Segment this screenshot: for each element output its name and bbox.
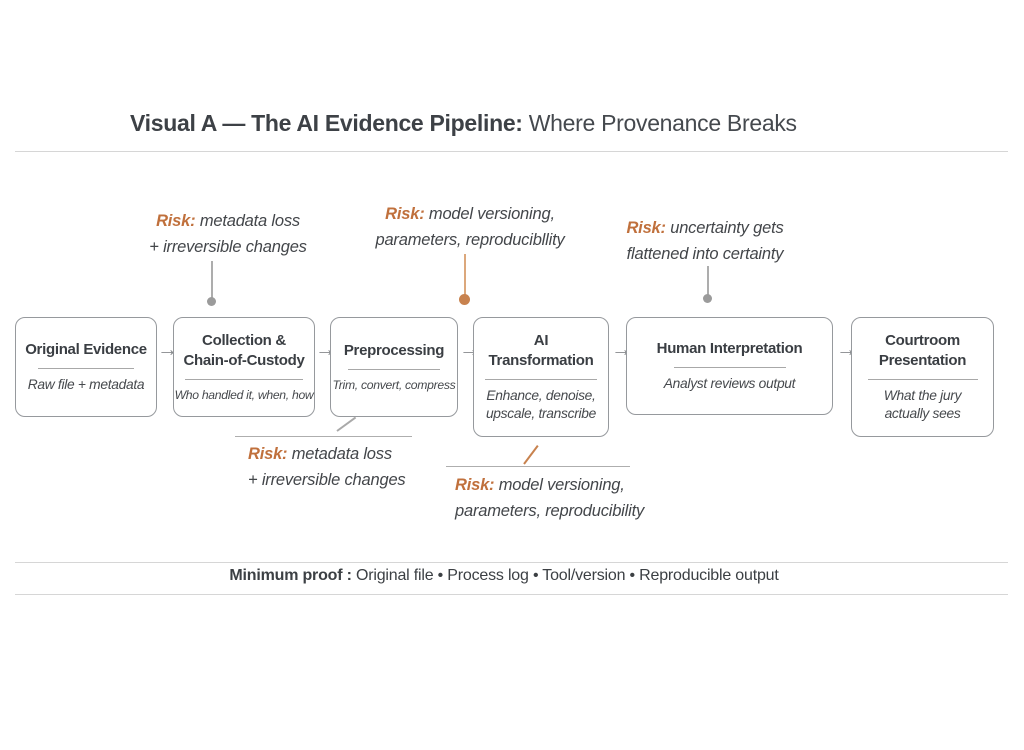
risk-label: Risk: [156, 212, 196, 230]
connector-dot [459, 294, 470, 305]
risk-text: parameters, reproducibllity [375, 230, 565, 249]
stage-title: Courtroom Presentation [878, 332, 967, 369]
connector-tick [336, 416, 357, 432]
risk-text: metadata loss [291, 445, 392, 463]
risk-label: Risk: [626, 219, 666, 237]
stage-divider [673, 366, 786, 368]
risk-text: model versioning, [428, 205, 555, 223]
footer-items: Original file • Process log • Tool/versi… [355, 567, 779, 584]
stage-subtitle: What the jury actually sees [883, 387, 962, 421]
footer-minimum-proof: Minimum proof : Original file • Process … [0, 567, 1008, 585]
connector-line [211, 261, 213, 298]
stage-subtitle: Trim, convert, compress [332, 377, 456, 392]
connector-line [464, 254, 466, 296]
pipeline-stage-human-interpretation: Human Interpretation Analyst reviews out… [626, 317, 833, 415]
bottom-risk-annotation-1: Risk: metadata loss + irreversible chang… [248, 442, 458, 493]
risk-line: Risk: model versioning, [455, 473, 685, 499]
page-title-light: Where Provenance Breaks [528, 110, 797, 136]
stage-divider [867, 378, 978, 380]
risk-line: Risk: metadata loss [113, 209, 343, 235]
risk-text: parameters, reproducibility [455, 501, 645, 520]
footer-divider-top [15, 562, 1008, 563]
connector-underline [235, 436, 412, 437]
pipeline-stage-original-evidence: Original Evidence Raw file + metadata [15, 317, 157, 417]
stage-divider [38, 367, 134, 369]
risk-text: model versioning, [498, 476, 625, 494]
stage-divider [348, 368, 440, 370]
risk-line: Risk: metadata loss [248, 442, 458, 468]
risk-label: Risk: [385, 205, 425, 223]
risk-text: + irreversible changes [248, 470, 406, 489]
stage-subtitle: Who handled it, when, how [174, 387, 314, 402]
bottom-risk-annotation-2: Risk: model versioning, parameters, repr… [455, 473, 685, 524]
stage-divider [485, 378, 597, 380]
connector-tick [523, 445, 539, 465]
risk-label: Risk: [455, 476, 495, 494]
stage-divider [185, 378, 303, 380]
footer-label: Minimum proof : [229, 567, 352, 584]
top-risk-annotation-1: Risk: metadata loss + irreversible chang… [113, 209, 343, 260]
top-risk-annotation-2: Risk: model versioning, parameters, repr… [350, 202, 590, 253]
stage-title: Collection & Chain-of-Custody [183, 332, 305, 369]
pipeline-stage-courtroom-presentation: Courtroom Presentation What the jury act… [851, 317, 994, 437]
stage-title: Original Evidence [25, 341, 147, 358]
risk-text: metadata loss [199, 212, 300, 230]
page-title-strong: Visual A — The AI Evidence Pipeline: [130, 110, 523, 136]
arrow-right-icon: → [157, 338, 178, 361]
stage-subtitle: Enhance, denoise, upscale, transcribe [485, 387, 597, 421]
connector-dot [207, 297, 216, 306]
risk-text: + irreversible changes [149, 237, 307, 256]
risk-line: Risk: uncertainty gets [590, 216, 820, 242]
page-title: Visual A — The AI Evidence Pipeline: Whe… [130, 110, 797, 137]
risk-text: uncertainty gets [670, 219, 784, 237]
stage-subtitle: Analyst reviews output [663, 375, 796, 391]
connector-underline [446, 466, 630, 467]
title-divider [15, 151, 1008, 152]
risk-text: flattened into certainty [626, 244, 784, 263]
stage-title: Human Interpretation [656, 340, 803, 357]
stage-subtitle: Raw file + metadata [27, 376, 145, 392]
footer-divider-bottom [15, 594, 1008, 595]
stage-title: AI Transformation [488, 332, 594, 369]
top-risk-annotation-3: Risk: uncertainty gets flattened into ce… [590, 216, 820, 267]
pipeline-stage-collection-chain-of-custody: Collection & Chain-of-Custody Who handle… [173, 317, 315, 417]
connector-dot [703, 294, 712, 303]
connector-line [707, 266, 709, 295]
risk-line: Risk: model versioning, [350, 202, 590, 228]
risk-label: Risk: [248, 445, 288, 463]
stage-title: Preprocessing [343, 342, 445, 360]
pipeline-stage-ai-transformation: AI Transformation Enhance, denoise, upsc… [473, 317, 609, 437]
pipeline-stage-preprocessing: Preprocessing Trim, convert, compress [330, 317, 458, 417]
